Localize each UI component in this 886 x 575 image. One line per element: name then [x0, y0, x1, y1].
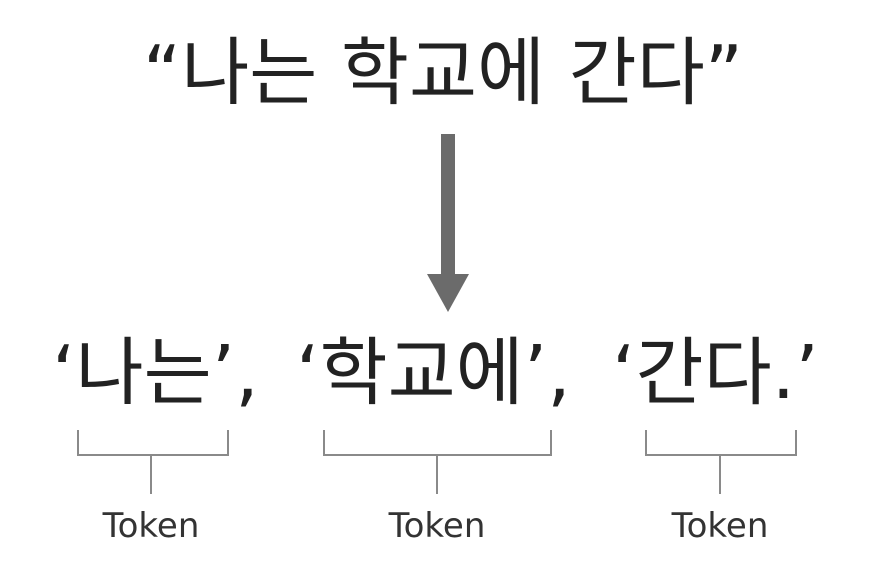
token-3: ‘간다.’ — [612, 318, 819, 428]
token-1-text: ‘나는’ — [52, 330, 236, 416]
bracket-3 — [645, 430, 797, 494]
bracket-1 — [77, 430, 229, 494]
source-sentence: “나는 학교에 간다” — [142, 30, 744, 116]
token-label-1: Token — [102, 506, 200, 546]
bracket-2 — [323, 430, 552, 494]
token-label-3: Token — [671, 506, 769, 546]
token-1-separator: , — [235, 330, 259, 416]
token-2-text: ‘학교에’ — [296, 330, 548, 416]
token-2: ‘학교에’, — [296, 318, 571, 428]
token-1: ‘나는’, — [52, 318, 259, 428]
token-label-2: Token — [388, 506, 486, 546]
token-3-text: ‘간다.’ — [612, 330, 819, 416]
token-2-separator: , — [547, 330, 571, 416]
